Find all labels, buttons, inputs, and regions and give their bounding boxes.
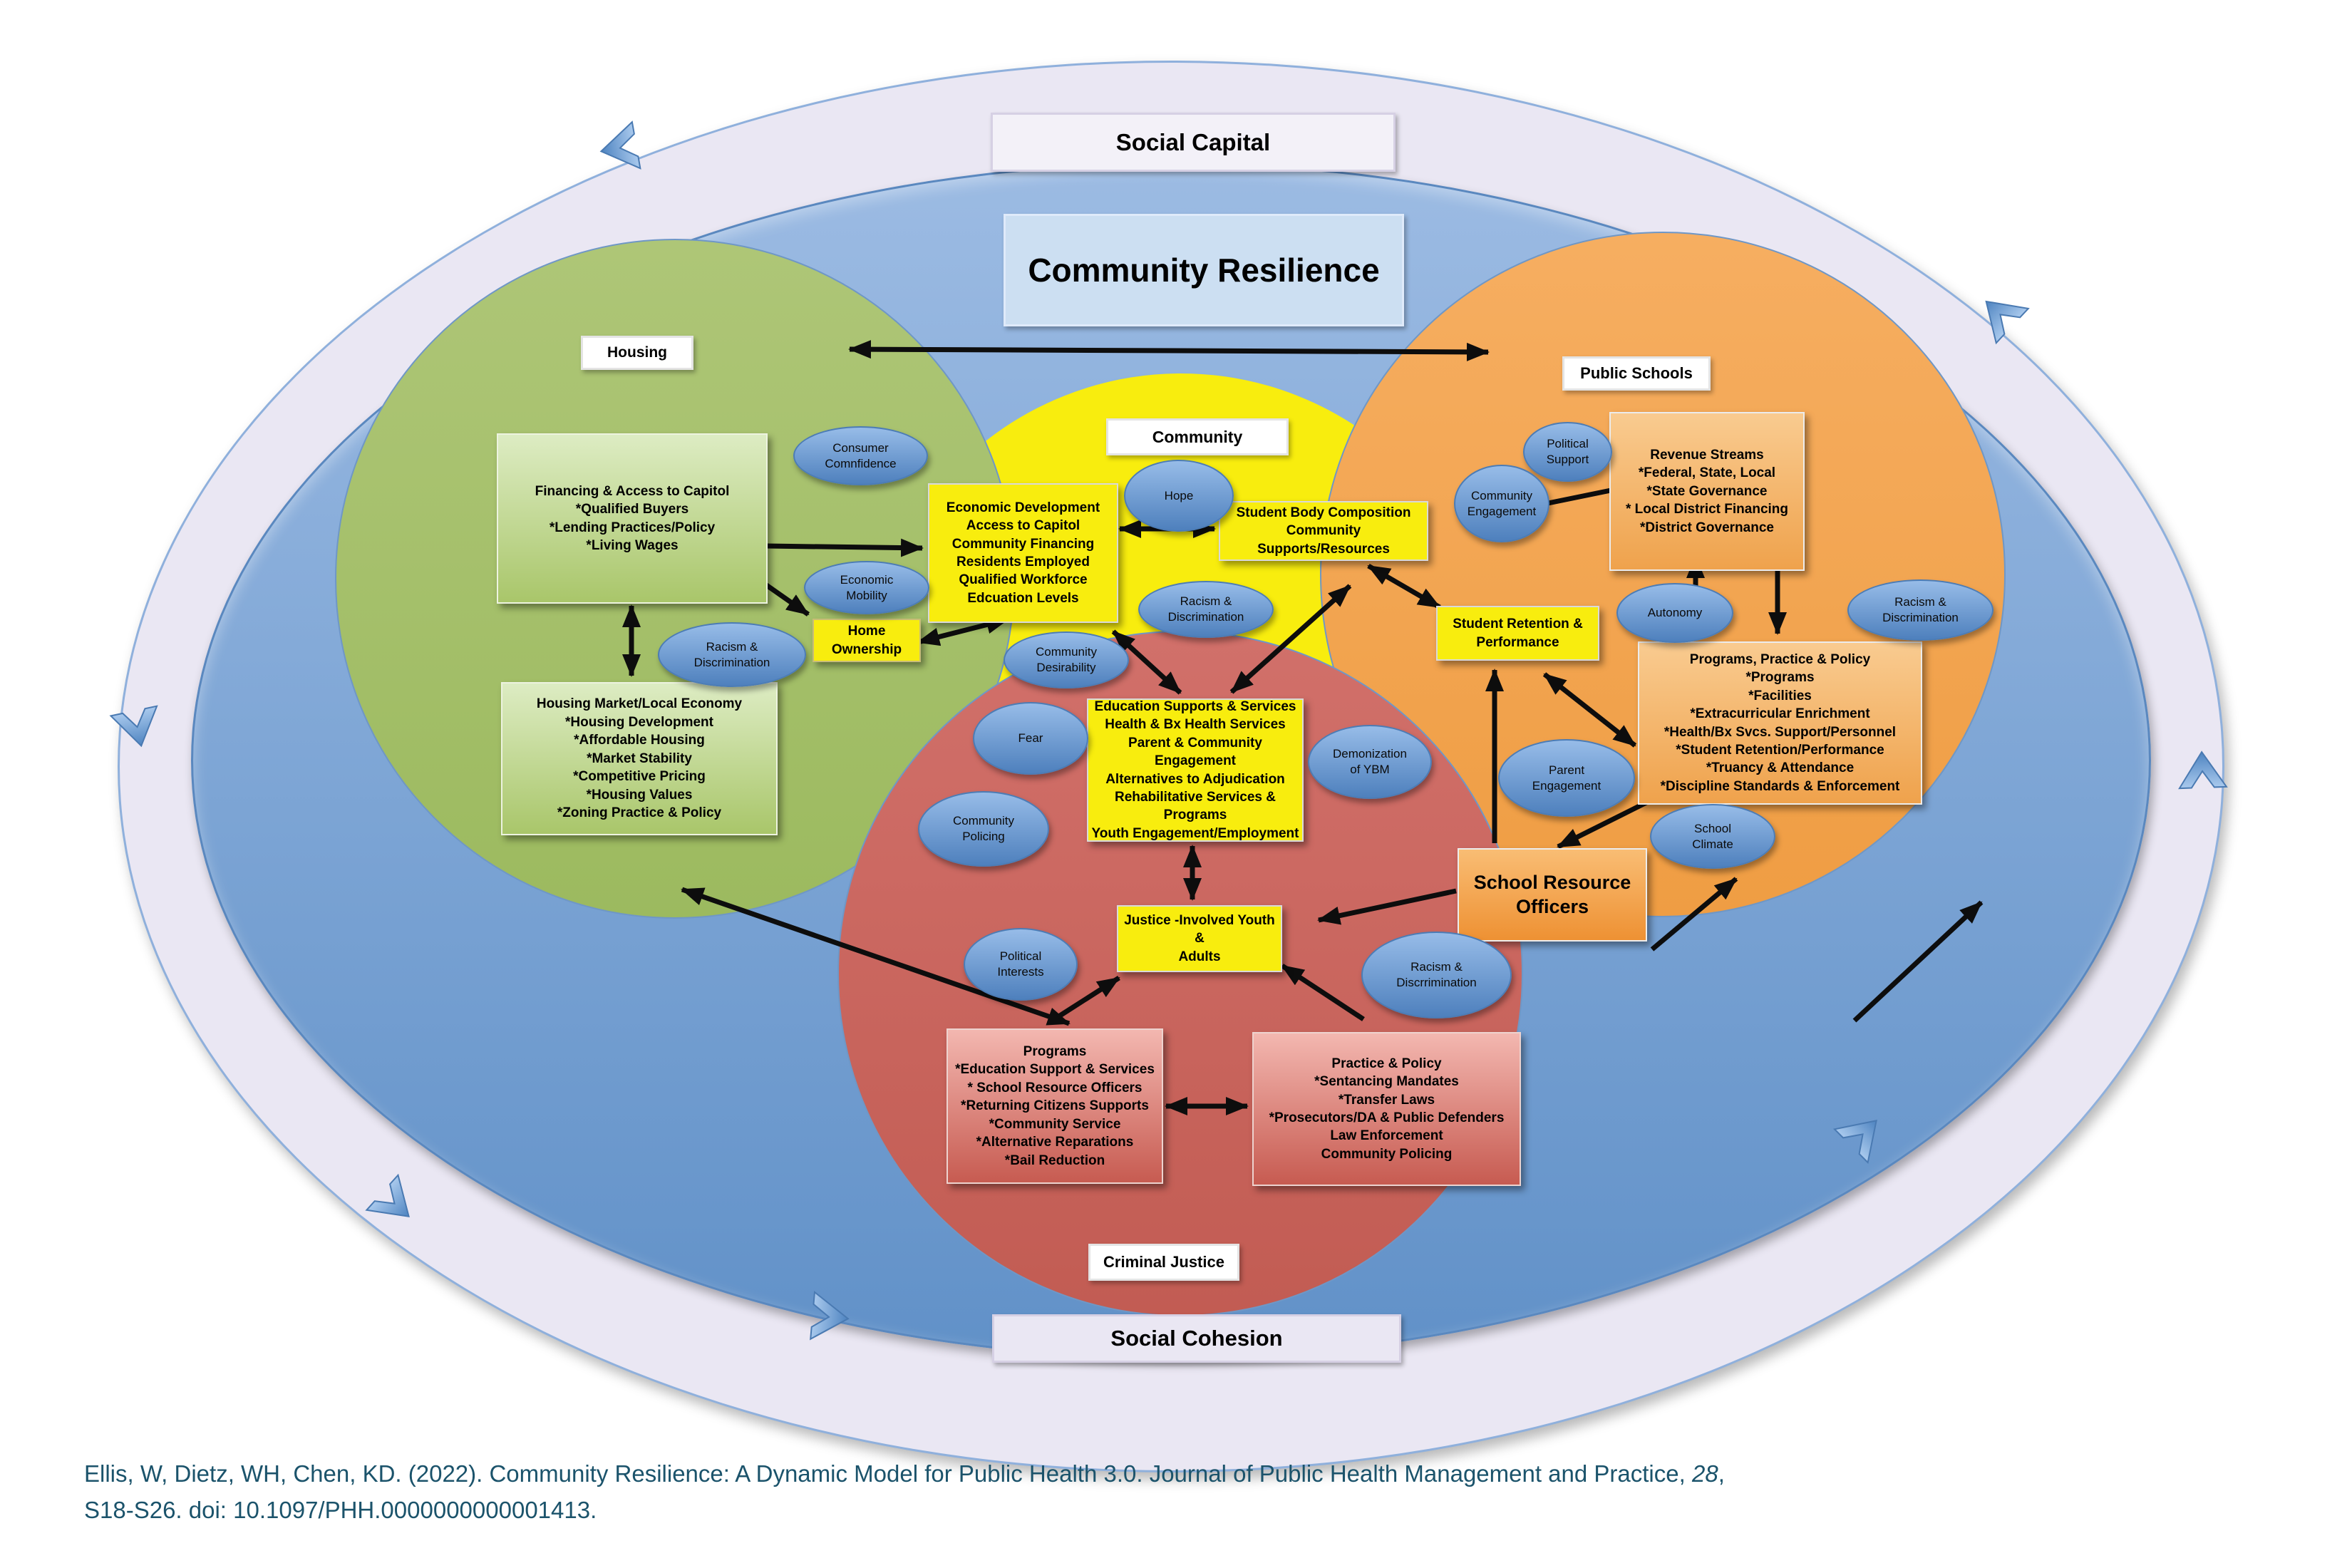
arrow-econdev-education	[1111, 629, 1182, 695]
arrow-programscj-justiceinvolved	[1056, 976, 1120, 1019]
ellipse-hope: Hope	[1124, 460, 1234, 532]
housing-label: Housing	[581, 336, 693, 370]
social-capital-label: Social Capital	[991, 113, 1396, 172]
ellipse-racism-discrimination-community: Racism &Discrimination	[1138, 581, 1274, 638]
ellipse-racism-discrimination-justice: Racism &Discrrimination	[1361, 932, 1512, 1018]
arrow-studentbody-education	[1229, 584, 1352, 694]
ellipse-fear: Fear	[973, 702, 1088, 775]
citation: Ellis, W, Dietz, WH, Chen, KD. (2022). C…	[84, 1455, 2308, 1528]
box-justice-involved-youth-adults: Justice -Involved Youth&Adults	[1117, 905, 1282, 972]
arrow-housing-schools	[848, 340, 1490, 361]
ring-chevron-icon	[599, 120, 641, 170]
citation-text: Ellis, W, Dietz, WH, Chen, KD. (2022). C…	[84, 1460, 1692, 1487]
social-cohesion-label: Social Cohesion	[992, 1314, 1401, 1363]
public-schools-label: Public Schools	[1562, 356, 1711, 391]
citation-line2: S18-S26. doi: 10.1097/PHH.00000000000014…	[84, 1497, 597, 1524]
box-programs-criminal-justice: Programs*Education Support & Services* S…	[947, 1028, 1163, 1184]
criminal-justice-label: Criminal Justice	[1088, 1244, 1239, 1281]
line-communityengagement-revenue	[1547, 488, 1611, 506]
box-practice-policy: Practice & Policy*Sentancing Mandates*Tr…	[1252, 1032, 1521, 1186]
box-student-retention-performance: Student Retention &Performance	[1436, 606, 1599, 661]
box-financing-access-capitol: Financing & Access to Capitol*Qualified …	[497, 433, 768, 604]
arrow-housingmarket-programscj	[681, 887, 1071, 1026]
ring-chevron-icon	[2178, 751, 2228, 790]
citation-comma: ,	[1718, 1460, 1725, 1487]
ellipse-autonomy: Autonomy	[1616, 583, 1733, 643]
arrow-justice-outerring	[1852, 900, 1984, 1023]
ellipse-racism-discrimination-schools: Racism &Discrimination	[1847, 579, 1993, 641]
citation-volume: 28	[1691, 1460, 1718, 1487]
arrow-financing-homeownership	[763, 582, 810, 617]
box-programs-practice-policy: Programs, Practice & Policy*Programs*Fac…	[1638, 641, 1922, 805]
ring-chevron-icon	[365, 1173, 410, 1217]
arrow-practicepolicy-justiceinvolved	[1281, 964, 1365, 1021]
arrow-studentbody-retention	[1367, 563, 1441, 610]
box-housing-market: Housing Market/Local Economy*Housing Dev…	[501, 682, 778, 835]
ring-chevron-icon	[1832, 1120, 1877, 1165]
arrow-homeownership-econdev	[917, 615, 1009, 646]
ellipse-racism-discrimination-housing: Racism &Discrimination	[658, 622, 806, 687]
ring-chevron-icon	[109, 705, 158, 748]
arrow-sro-justiceinvolved	[1317, 888, 1457, 925]
arrow-retention-programspp	[1542, 672, 1637, 748]
box-revenue-streams: Revenue Streams*Federal, State, Local*St…	[1609, 412, 1805, 571]
community-label: Community	[1106, 418, 1289, 455]
page-title: Community Resilience	[1004, 214, 1404, 326]
arrow-sro-schoolclimate	[1650, 877, 1738, 951]
ring-chevron-icon	[1985, 300, 2030, 345]
arrow-financing-econdev	[765, 538, 924, 557]
arrow-programspp-sro	[1557, 797, 1654, 850]
ring-chevron-icon	[810, 1291, 850, 1341]
